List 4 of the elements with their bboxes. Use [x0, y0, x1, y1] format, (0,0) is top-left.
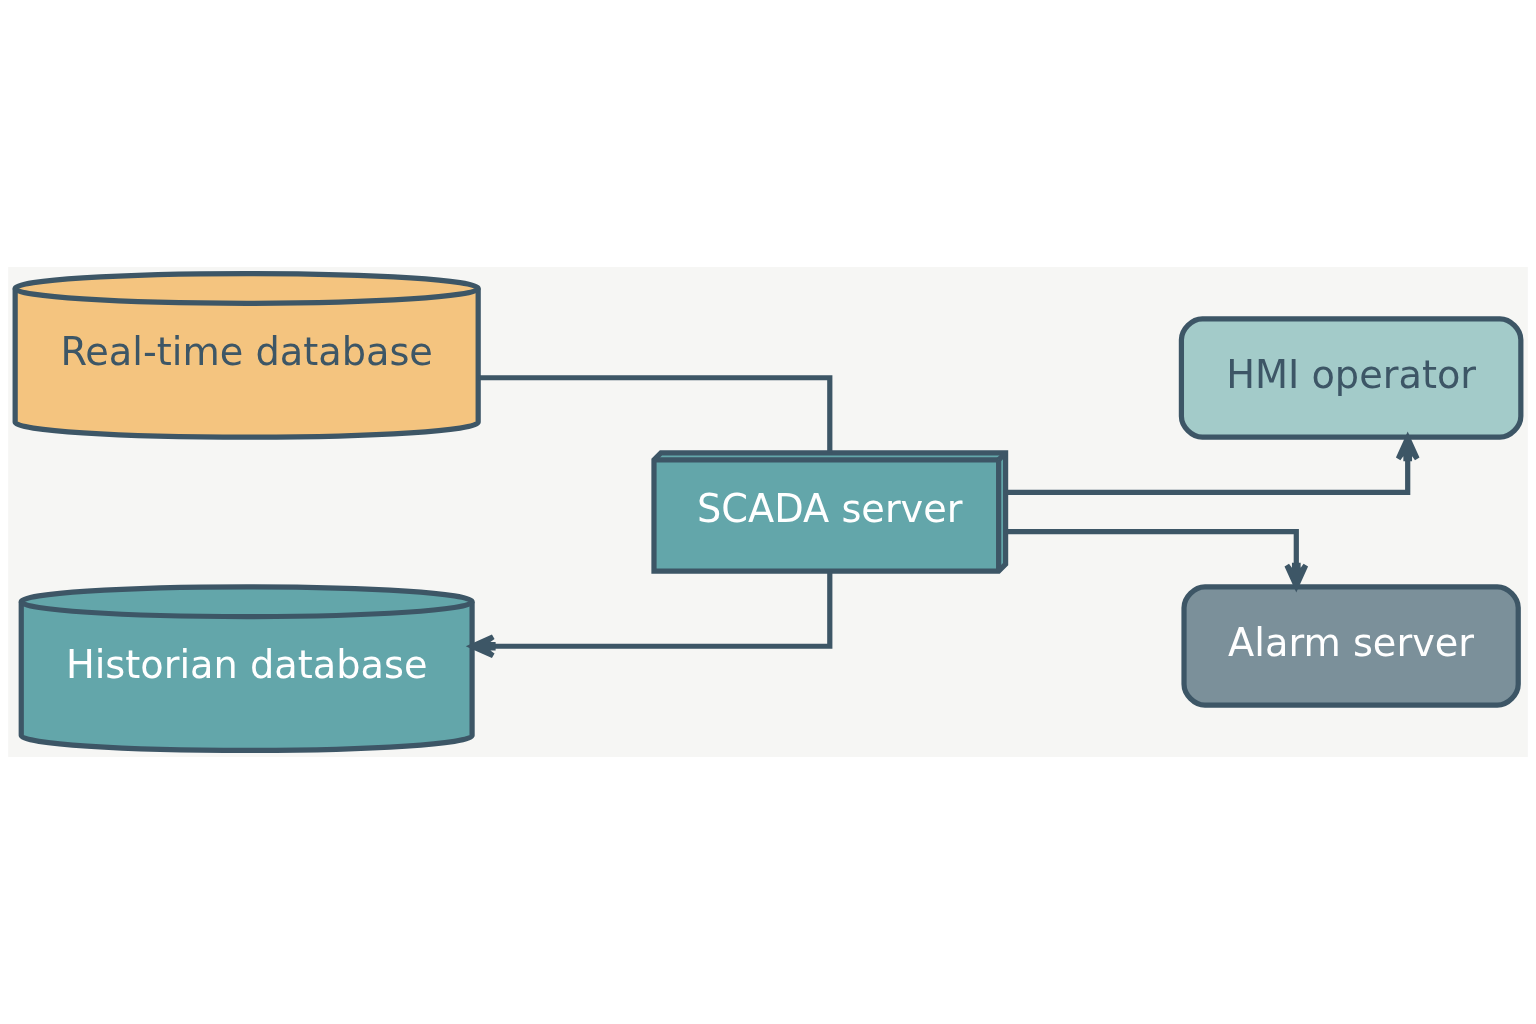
arrow — [469, 571, 833, 659]
node-box: Alarm server — [1181, 584, 1521, 708]
connector — [478, 375, 833, 453]
node-box: HMI operator — [1178, 316, 1524, 440]
